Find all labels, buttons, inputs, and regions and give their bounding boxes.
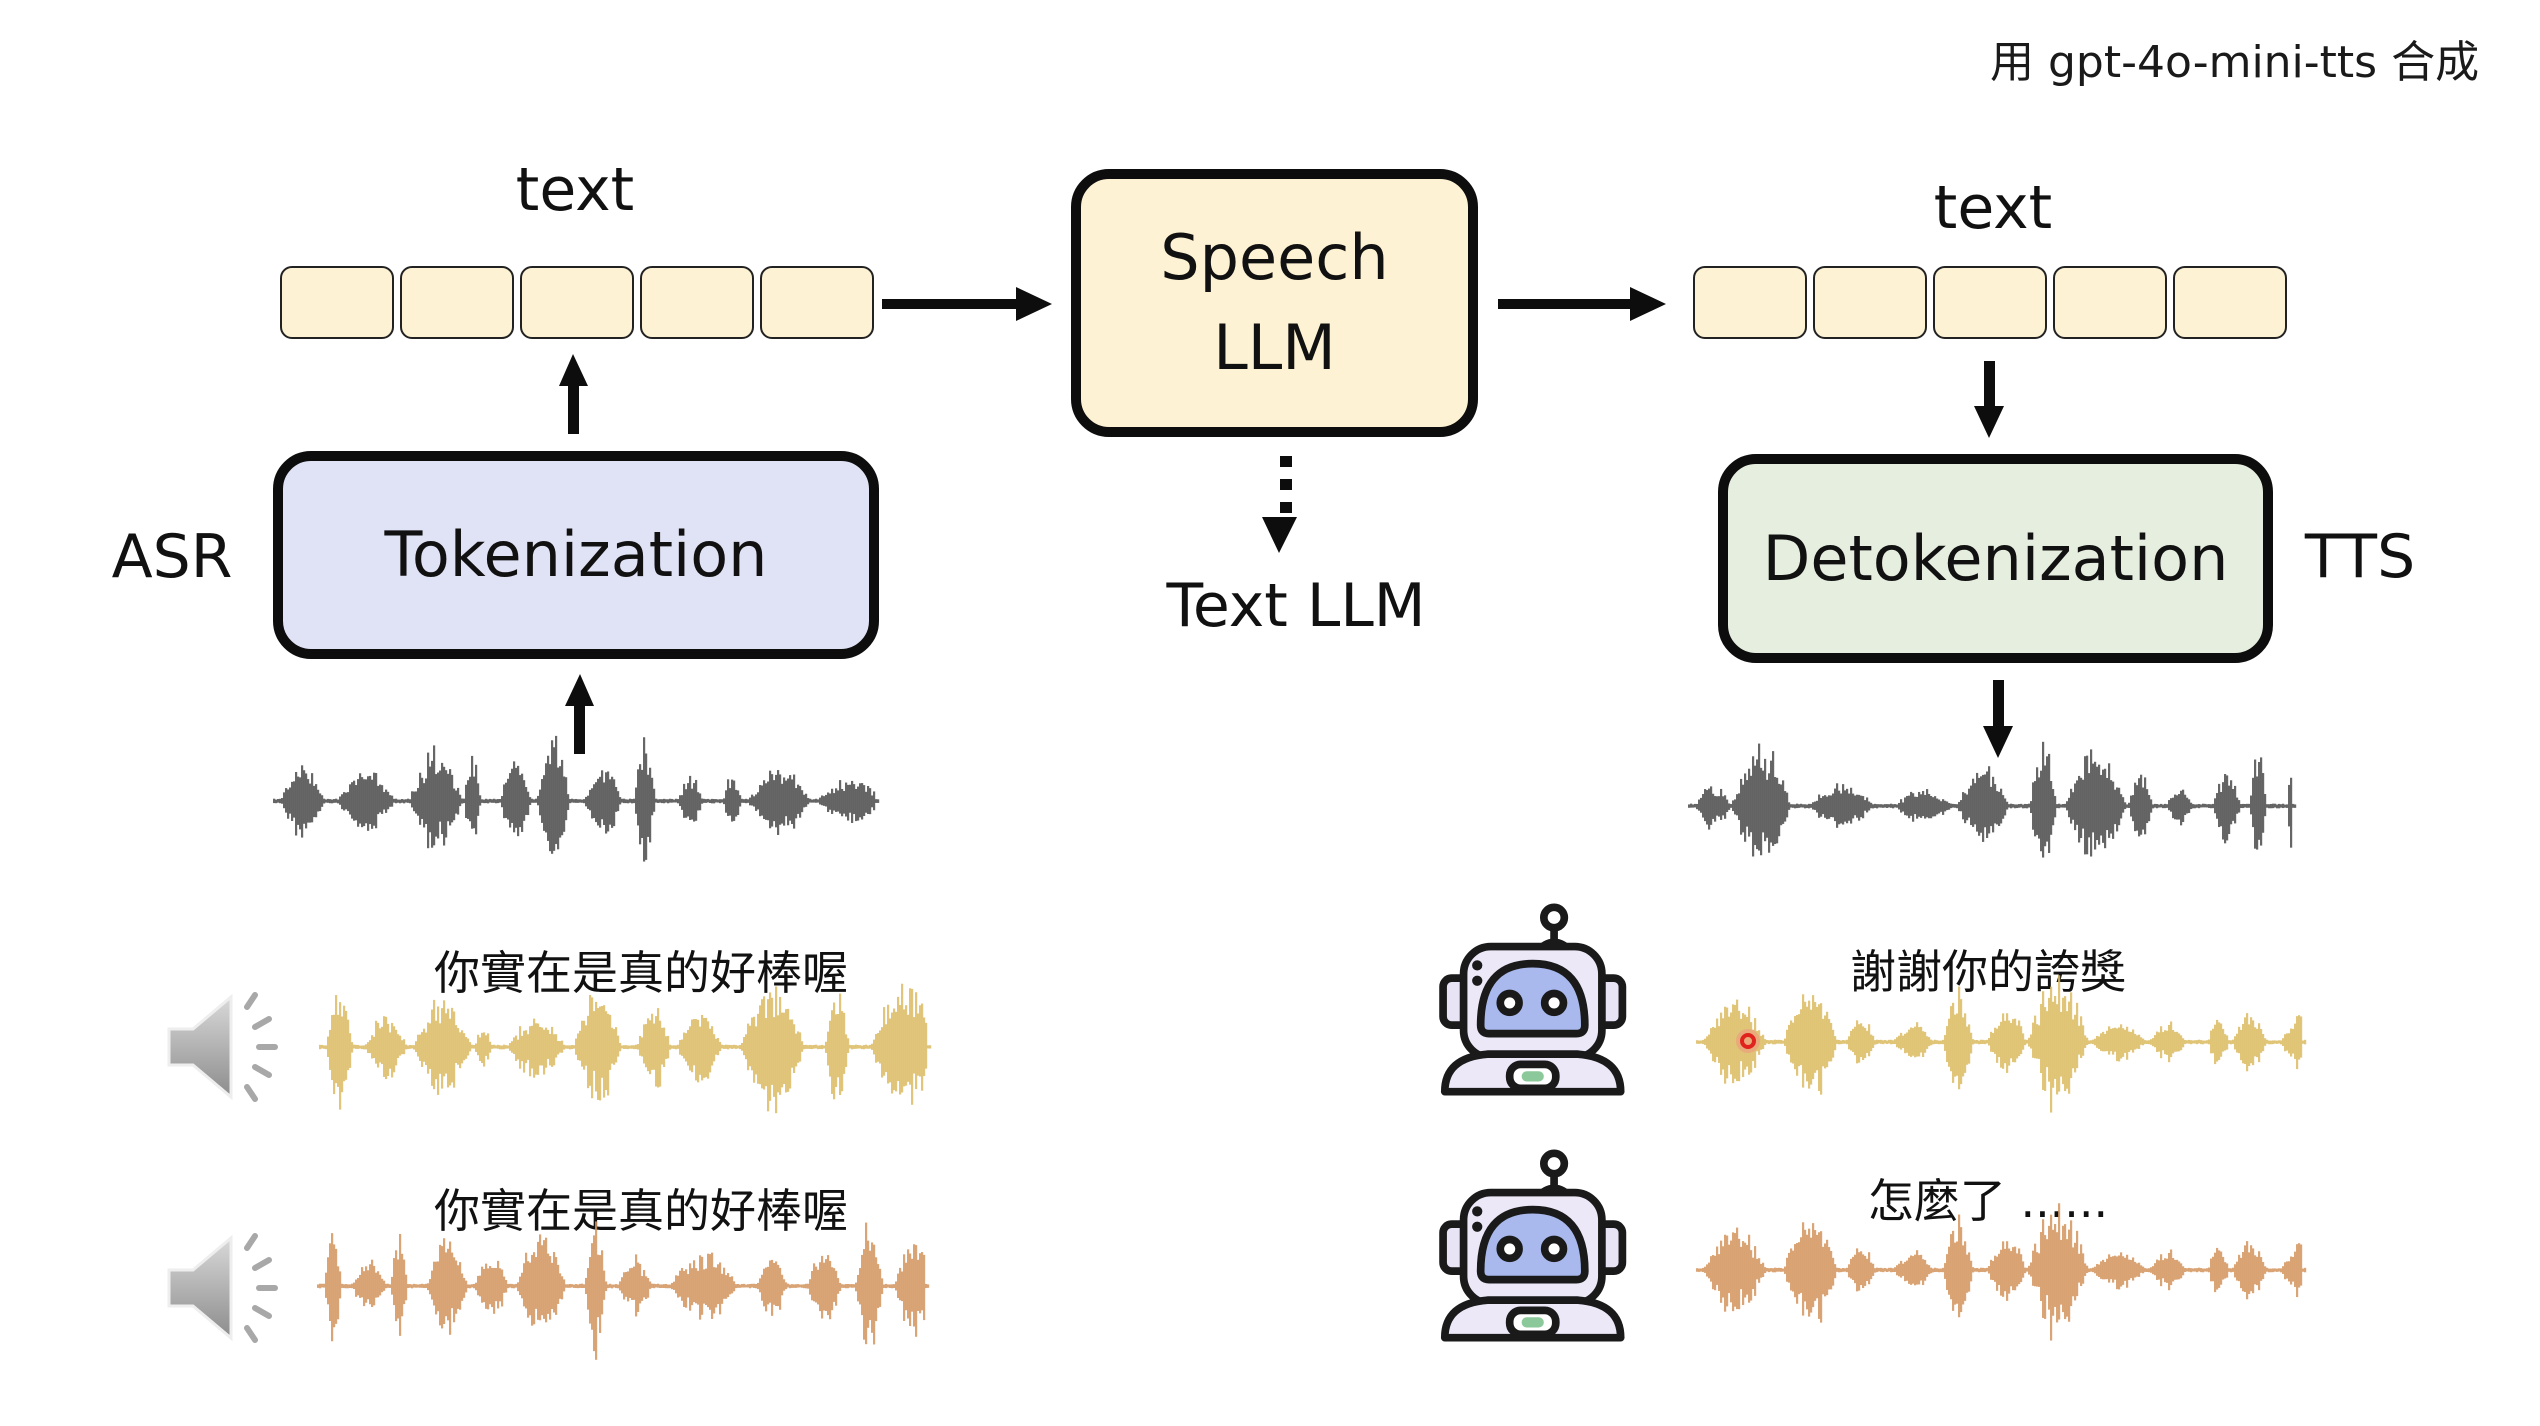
output-token-sequence xyxy=(1693,266,2287,343)
speech-llm-label-line1: Speech xyxy=(1160,221,1389,295)
speaker-volume-icon[interactable] xyxy=(163,1226,288,1351)
arrow-right-icon xyxy=(1498,287,1666,321)
bot-reply-text: 怎麼了 ...... xyxy=(1867,1174,2109,1228)
input-token xyxy=(520,266,634,339)
output-waveform xyxy=(1688,741,2297,858)
input-token xyxy=(280,266,394,339)
arrow-up-icon xyxy=(565,674,594,754)
speech-llm-label-line2: LLM xyxy=(1213,311,1336,384)
user-audio-waveform xyxy=(319,983,932,1114)
user-audio-waveform xyxy=(317,1221,930,1360)
user-utterance-text: 你實在是真的好棒喔 xyxy=(434,1184,848,1238)
tokenization-box: Tokenization xyxy=(273,451,879,659)
output-token xyxy=(1693,266,1807,339)
input-token xyxy=(640,266,754,339)
input-token xyxy=(760,266,874,339)
speech-llm-box: Speech LLM xyxy=(1071,169,1478,437)
bot-reply-text: 謝謝你的誇獎 xyxy=(1850,945,2126,999)
arrow-up-icon xyxy=(559,354,588,434)
bot-audio-waveform xyxy=(1696,975,2307,1113)
output-token xyxy=(2173,266,2287,339)
laser-pointer-marker xyxy=(1736,1029,1760,1053)
detokenization-box: Detokenization xyxy=(1718,454,2273,663)
tts-label: TTS xyxy=(2304,522,2416,592)
output-token xyxy=(1933,266,2047,339)
waveform-bars xyxy=(319,983,932,1114)
arrow-down-icon xyxy=(1983,680,2013,758)
tts-model-caption: 用 gpt-4o-mini-tts 合成 xyxy=(1990,37,2480,88)
output-token xyxy=(1813,266,1927,339)
arrow-right-icon xyxy=(882,287,1052,321)
detokenization-label: Detokenization xyxy=(1762,521,2229,595)
text-llm-label: Text LLM xyxy=(1166,571,1426,641)
bot-audio-waveform xyxy=(1696,1203,2307,1341)
waveform-bars xyxy=(273,735,880,862)
arrow-down-icon xyxy=(1974,361,2004,438)
output-token xyxy=(2053,266,2167,339)
input-token xyxy=(400,266,514,339)
speaker-volume-icon[interactable] xyxy=(163,985,288,1110)
waveform-bars xyxy=(1696,975,2307,1113)
asr-label: ASR xyxy=(111,522,233,592)
input-text-label: text xyxy=(515,155,635,225)
dashed-arrow-down-icon xyxy=(1262,456,1297,553)
input-waveform xyxy=(273,735,880,862)
waveform-bars xyxy=(1688,741,2297,858)
tokenization-label: Tokenization xyxy=(384,518,768,592)
robot-icon xyxy=(1439,1149,1627,1342)
robot-icon xyxy=(1439,903,1627,1096)
user-utterance-text: 你實在是真的好棒喔 xyxy=(434,946,848,1000)
output-text-label: text xyxy=(1933,173,2053,243)
waveform-bars xyxy=(1696,1203,2307,1341)
input-token-sequence xyxy=(280,266,874,343)
waveform-bars xyxy=(317,1221,930,1360)
